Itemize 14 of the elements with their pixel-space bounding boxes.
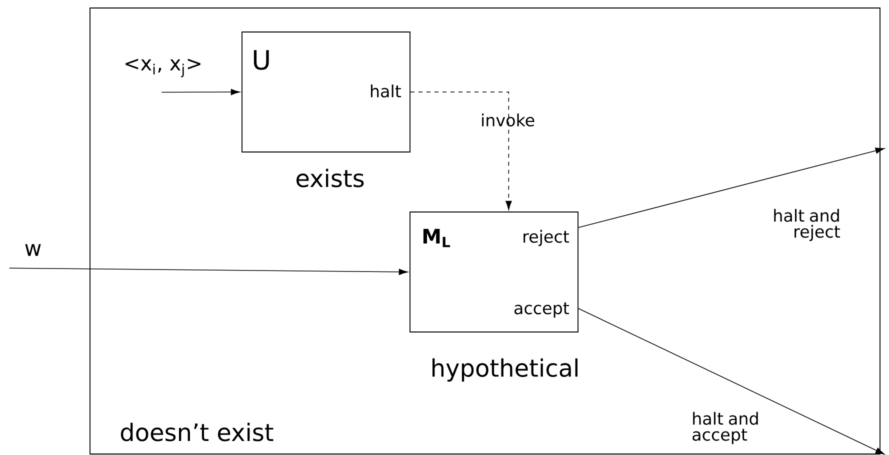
edge-label: halt and reject bbox=[774, 208, 840, 242]
arrow bbox=[578, 148, 884, 228]
input-label: <x$_{i}$, x$_{j}$> bbox=[126, 58, 200, 78]
arrow bbox=[410, 92, 512, 210]
arrow bbox=[578, 308, 885, 455]
process-box: M$_{L}$ reject accept bbox=[410, 212, 578, 332]
edge-label: halt and accept bbox=[692, 412, 758, 444]
process-box: U halt bbox=[242, 32, 410, 152]
edge-label: invoke bbox=[482, 114, 534, 126]
arrow bbox=[161, 88, 240, 96]
box-caption: exists bbox=[296, 168, 364, 188]
box-caption: hypothetical bbox=[432, 358, 578, 382]
input-label: w bbox=[25, 244, 41, 256]
arrow bbox=[8, 268, 408, 275]
